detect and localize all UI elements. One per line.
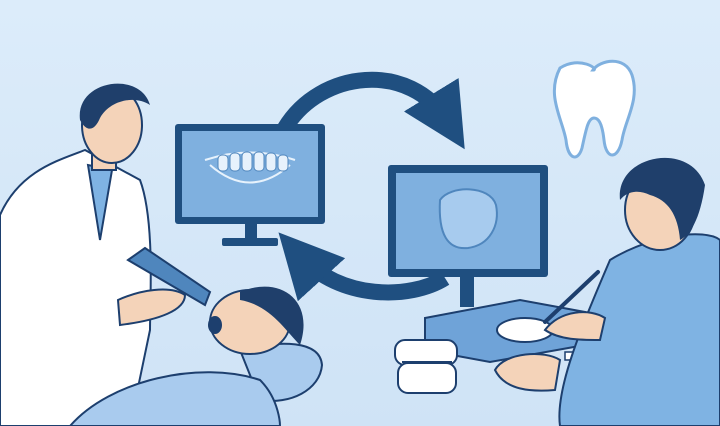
monitor-crown-design — [388, 165, 548, 307]
crown-icon — [438, 188, 498, 250]
carving-tool-icon — [543, 270, 600, 324]
cycle-arrow-top-icon — [278, 71, 465, 150]
tooth-icon — [552, 59, 636, 159]
dentist — [0, 83, 187, 426]
monitor-dentition-scan — [175, 124, 325, 246]
intraoral-scanner — [126, 246, 212, 307]
denture-model — [394, 339, 458, 394]
cycle-arrow-bottom-icon — [278, 232, 450, 302]
dental-technician — [493, 157, 720, 426]
patient-in-chair — [68, 286, 324, 426]
